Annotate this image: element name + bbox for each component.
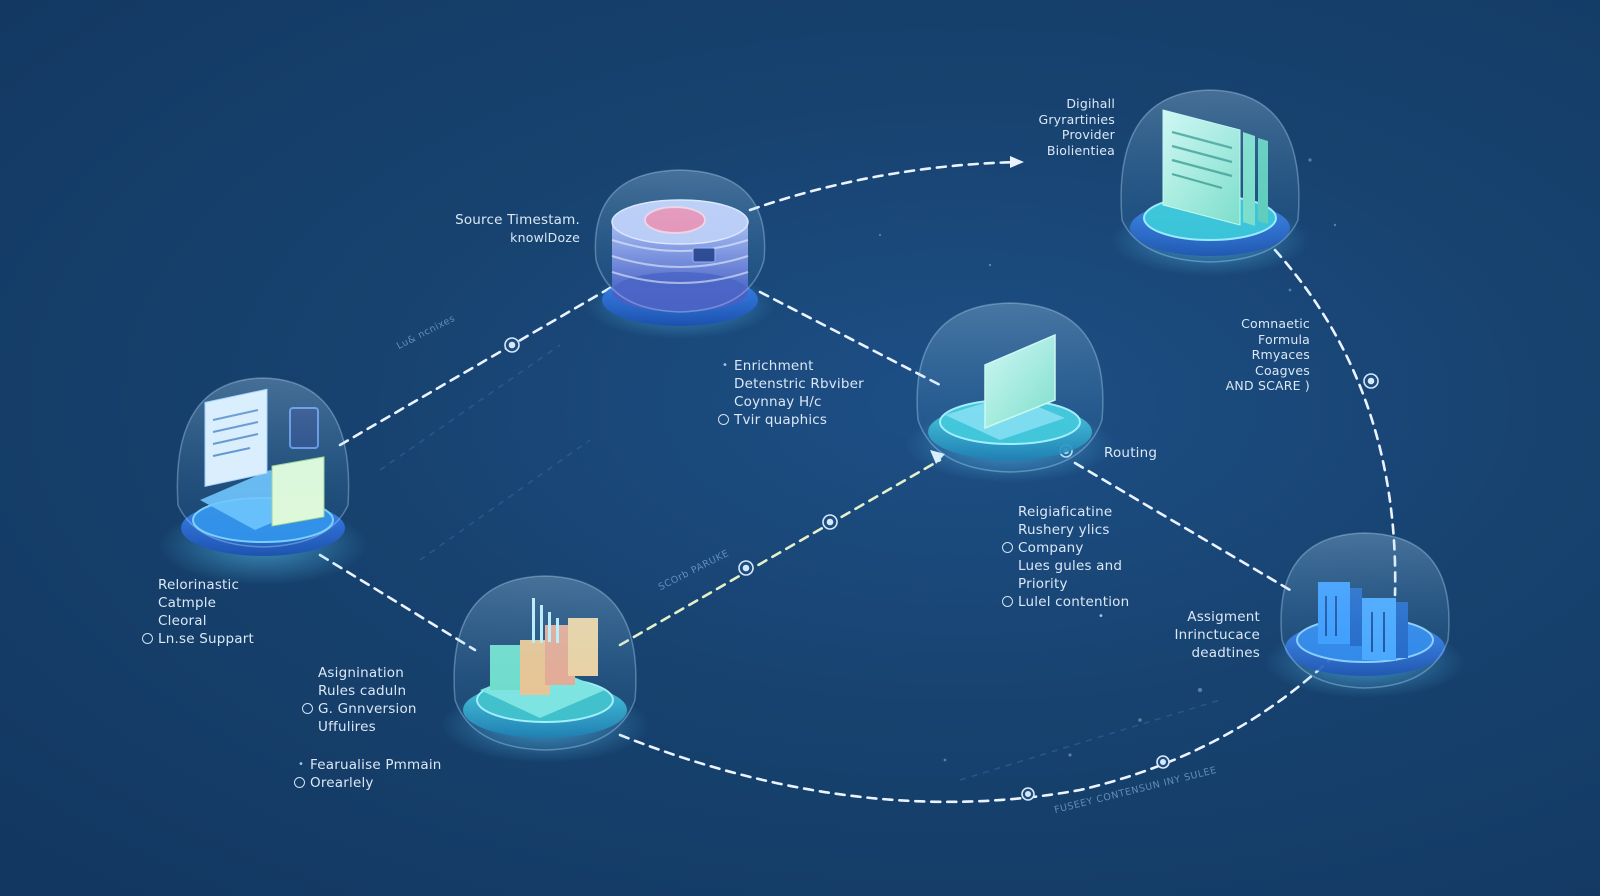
node-source[interactable] [585,169,775,339]
connector-source-routing [758,290,942,387]
node-routing[interactable] [905,302,1115,483]
arrowhead-provider [1010,156,1024,168]
connector-source-provider [748,160,1022,212]
label-line: AND SCARE ) [1225,378,1310,393]
background-particles [878,158,1337,762]
connector-analytics-routing [618,458,942,647]
node-reporting[interactable] [158,377,368,585]
connector-reporting-analytics [318,553,477,652]
connector-analytics-assignment [618,653,1337,804]
label-line: Rules caduln [318,683,407,699]
label-line: Relorinastic [158,577,240,593]
label-line: Orearlely [294,774,442,792]
label-line: Tvir quaphics [718,411,864,429]
label-line: Gryrartinies [1038,111,1115,127]
label-reporting: Relorinastic Catmple Cleoral Ln.se Suppa… [142,576,254,648]
connector-routing-assignment [1073,461,1292,592]
label-line: knowlDoze [510,230,580,245]
label-line: Lulel contention [1001,594,1130,610]
label-enrichment: Enrichment Detenstric Rbviber Coynnay H/… [718,357,864,429]
label-line: Detenstric Rbviber [734,376,864,392]
node-analytics[interactable] [440,575,650,763]
label-line: deadtines [1191,645,1260,661]
label-routing: Routing [1104,444,1157,462]
label-line: Coynnay H/c [734,394,822,410]
label-line: Reigiaficatine [1018,504,1113,520]
background-ghost-lines [379,344,1221,781]
label-line: Lues gules and [1018,558,1123,574]
label-line: Inrinctucace [1174,627,1260,643]
label-line: Uffulires [318,719,376,735]
label-analytics: Asignination Rules caduln G. Gnnversion … [302,664,417,736]
label-line: Cleoral [158,613,207,629]
node-provider[interactable] [1110,89,1310,276]
label-line: Source Timestam. [455,212,580,228]
label-line: Enrichment [722,357,864,375]
routing-title: Routing [1104,445,1158,461]
label-line: Coagves [1255,362,1310,378]
label-line: Catmple [158,595,217,611]
label-provider: Digihall Gryrartinies Provider Biolienti… [975,96,1115,158]
label-line: Fearualise Pmmain [298,756,442,774]
label-line: Asignination [318,665,404,681]
node-assignment[interactable] [1265,532,1465,698]
label-source: Source Timestam. knowlDoze [440,211,580,247]
label-analytics-extra: Fearualise Pmmain Orearlely [294,756,442,792]
label-routing-details: Reigiaficatine Rushery ylics Company Lue… [1001,503,1130,611]
label-line: Digihall [1066,96,1115,111]
label-line: Assigment [1098,608,1260,626]
label-line: Provider [1061,127,1115,142]
label-line: Company [1001,539,1129,557]
label-line: Rushery ylics [1018,522,1110,538]
label-line: Priority [1018,576,1068,592]
label-line: Formula [1258,331,1310,347]
label-comnaetic: Comnaetic Formula Rmyaces Coagves AND SC… [1175,316,1310,394]
label-line: Rmyaces [1251,347,1310,362]
connector-reporting-source [338,286,612,447]
label-line: Comnaetic [1241,316,1310,331]
label-line: Biolientiea [1046,142,1115,158]
label-line: Ln.se Suppart [142,631,254,647]
label-line: G. Gnnversion [302,701,417,717]
label-assignment: Assigment Inrinctucace deadtines [1098,608,1260,662]
